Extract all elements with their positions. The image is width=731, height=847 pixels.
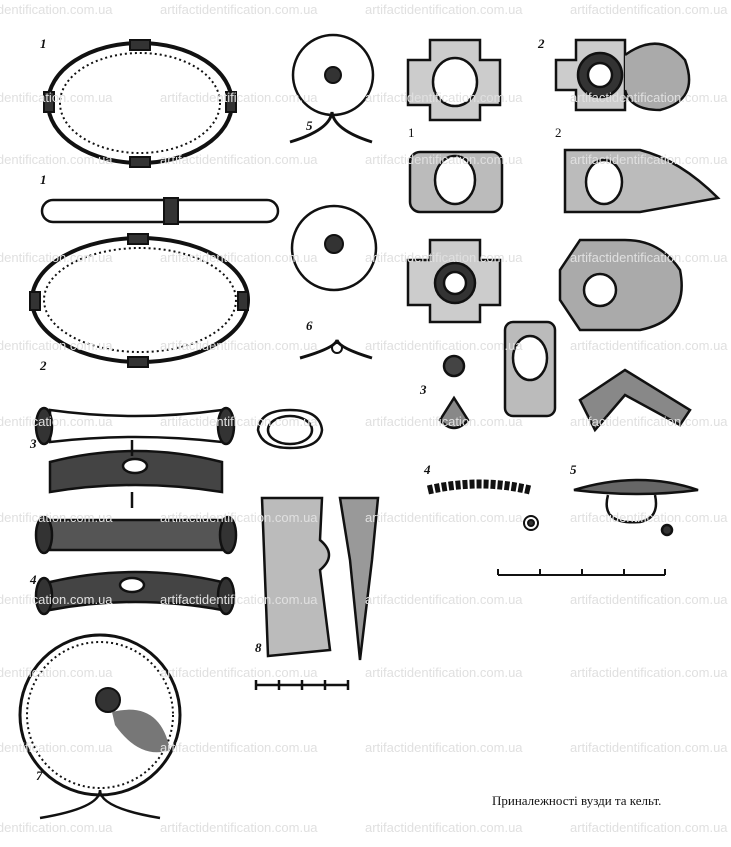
figure-label: 1 <box>408 125 415 140</box>
figure-label: 5 <box>306 118 313 133</box>
figure-label: 1 <box>40 36 47 51</box>
figure-label: 5 <box>570 462 577 477</box>
bridle-ring-1 <box>43 39 237 168</box>
scale-bar <box>497 569 666 576</box>
figure-label: 6 <box>306 318 313 333</box>
button-5 <box>573 478 699 537</box>
figure-label: 4 <box>424 462 431 477</box>
bridle-ring-2 <box>29 233 250 368</box>
figure-label: 8 <box>255 640 262 655</box>
bridle-junction-2 <box>503 38 721 433</box>
phalera-6 <box>290 204 378 360</box>
phalera-7 <box>18 633 182 820</box>
figure-label: 7 <box>36 768 43 783</box>
bridle-junction-1 <box>406 38 504 430</box>
figure-label: 2 <box>538 36 545 51</box>
figure-label: 2 <box>555 125 562 140</box>
figure-label: 3 <box>30 436 37 451</box>
celt-8 <box>254 408 380 690</box>
figure-label: 2 <box>40 358 47 373</box>
cheekpiece-4 <box>34 570 236 616</box>
figure-label: 1 <box>40 172 47 187</box>
bridle-ring-1-side-view <box>40 197 280 225</box>
phalera-5 <box>289 33 375 144</box>
cheekpiece-3 <box>34 406 238 555</box>
plate-caption: Приналежності вузди та кельт. <box>492 793 662 808</box>
bead-string-4 <box>426 479 539 531</box>
figure-label: 3 <box>420 382 427 397</box>
figure-label: 4 <box>30 572 37 587</box>
